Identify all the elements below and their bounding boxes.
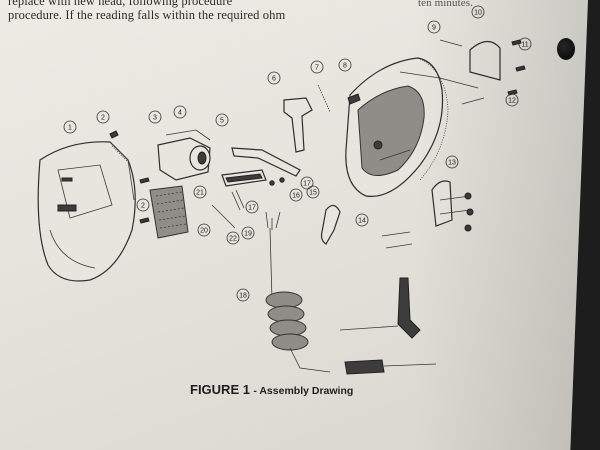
callout-number: 13: [448, 160, 456, 167]
part-2-screws: [109, 130, 150, 224]
body-text-line-1: replace with new head, following procedu…: [8, 0, 233, 8]
callout-number: 7: [315, 65, 319, 72]
callout-13: 13: [445, 155, 459, 169]
callout-14: 14: [355, 213, 369, 227]
callout-4: 4: [173, 105, 187, 119]
callout-15: 15: [306, 185, 320, 199]
figure-label: FIGURE 1: [190, 382, 250, 397]
callout-number: 10: [474, 10, 482, 17]
callout-number: 18: [239, 293, 247, 300]
callout-2: 2: [136, 198, 150, 212]
callout-number: 4: [178, 110, 182, 117]
callout-number: 22: [229, 236, 237, 243]
callout-number: 6: [272, 76, 276, 83]
callout-number: 17: [248, 205, 256, 212]
callout-number: 17: [303, 181, 311, 188]
figure-title: - Assembly Drawing: [253, 385, 354, 397]
callout-20: 20: [197, 223, 211, 237]
callout-19: 19: [241, 226, 255, 240]
figure-caption: FIGURE 1 - Assembly Drawing: [190, 382, 353, 397]
callout-number: 12: [508, 98, 516, 105]
callout-number: 11: [521, 42, 528, 49]
part-18-coiled-cord: [265, 211, 331, 373]
callout-2: 2: [96, 110, 110, 124]
binder-hole-top: [557, 38, 575, 60]
callout-number: 3: [153, 115, 157, 122]
body-text-line-2: procedure. If the reading falls within t…: [8, 8, 286, 22]
callout-9: 9: [427, 20, 441, 34]
callout-7: 7: [310, 60, 324, 74]
callout-17: 17: [245, 200, 259, 214]
part-5-actuator-arm: [211, 84, 331, 229]
callout-number: 9: [432, 25, 436, 32]
part-1-front-shell: [37, 141, 136, 282]
callout-22: 22: [226, 231, 240, 245]
callout-11: 11: [518, 37, 532, 51]
callout-5: 5: [215, 113, 229, 127]
callout-number: 21: [196, 190, 204, 197]
callout-16: 16: [289, 188, 303, 202]
callout-number: 15: [309, 190, 317, 197]
callout-number: 16: [292, 193, 300, 200]
part-9-10-11-12-hardware: [439, 39, 526, 105]
callout-number: 2: [101, 115, 105, 122]
callout-number: 20: [200, 228, 208, 235]
part-13-bracket: [381, 180, 474, 249]
part-8-back-housing: [345, 57, 479, 198]
callout-10: 10: [471, 5, 485, 19]
callout-number: 8: [343, 63, 347, 70]
body-text-line-3: ten minutes.: [418, 0, 473, 9]
callout-number: 14: [358, 218, 366, 225]
callout-8: 8: [338, 58, 352, 72]
callout-number: 1: [68, 125, 72, 132]
callout-number: 19: [244, 231, 252, 238]
callout-6: 6: [267, 71, 281, 85]
callout-number: 5: [220, 118, 224, 125]
callout-21: 21: [193, 185, 207, 199]
callout-1: 1: [63, 120, 77, 134]
callout-17: 17: [300, 176, 314, 190]
callout-number: 2: [141, 203, 145, 210]
callout-3: 3: [148, 110, 162, 124]
part-14-latch: [320, 204, 341, 245]
part-20-screen: [149, 185, 189, 239]
callout-18: 18: [236, 288, 250, 302]
plug-connectors: [339, 277, 437, 375]
binder-hole-bottom: [580, 340, 588, 364]
part-3-coil-housing: [157, 129, 211, 181]
callout-12: 12: [505, 93, 519, 107]
